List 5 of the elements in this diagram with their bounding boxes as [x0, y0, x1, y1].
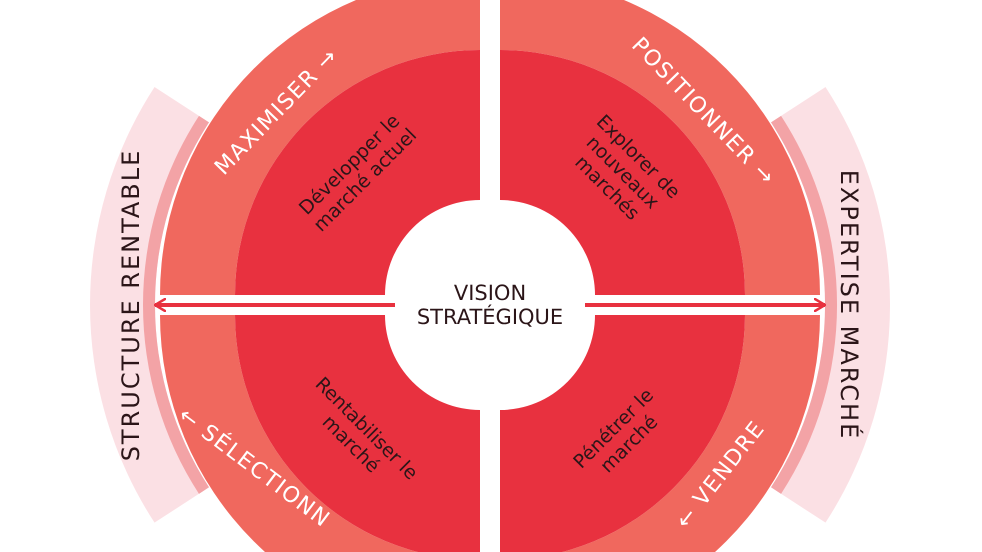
center-label: VISION STRATÉGIQUE: [416, 280, 564, 330]
arrow: [154, 298, 395, 312]
band-label: STRUCTURE RENTABLE: [118, 148, 146, 462]
arrow: [585, 298, 826, 312]
band-label: EXPERTISE MARCHÉ: [834, 170, 862, 440]
